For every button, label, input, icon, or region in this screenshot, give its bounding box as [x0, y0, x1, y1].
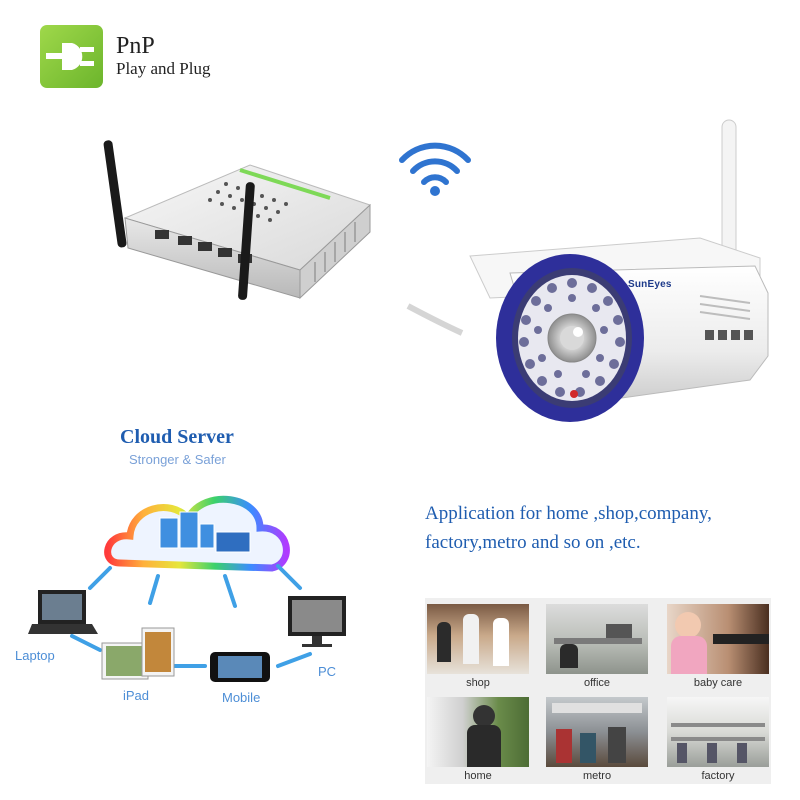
wifi-icon [399, 142, 471, 196]
home-photo [427, 697, 529, 767]
pnp-title: PnP [116, 33, 155, 59]
pnp-subtitle: Play and Plug [116, 59, 211, 78]
scene-label: metro [582, 770, 612, 782]
pc-icon [288, 596, 346, 647]
scene-tile-factory: factory [667, 697, 769, 790]
scene-label: home [464, 770, 492, 782]
laptop-icon [28, 590, 98, 634]
scene-tile-office: office [546, 604, 648, 697]
office-photo [546, 604, 648, 674]
ipad-icon [101, 627, 175, 680]
ipad-label: iPad [123, 688, 150, 703]
cloud-network-diagram [28, 495, 346, 682]
baby-care-photo [667, 604, 769, 674]
scene-label: shop [466, 677, 490, 689]
scene-tile-metro: metro [546, 697, 648, 790]
pnp-badge [40, 25, 103, 88]
pc-label: PC [318, 664, 337, 679]
shop-photo [427, 604, 529, 674]
cloud-server-subtitle: Stronger & Safer [129, 452, 226, 467]
factory-photo [667, 697, 769, 767]
camera-brand: SunEyes [628, 279, 672, 290]
mobile-icon [210, 652, 270, 682]
laptop-label: Laptop [15, 648, 55, 663]
scene-label: factory [701, 770, 735, 782]
cloud-server-title: Cloud Server [120, 426, 234, 448]
scene-tile-home: home [427, 697, 529, 790]
mobile-label: Mobile [222, 690, 261, 705]
plug-icon [46, 43, 94, 70]
scene-tile-baby-care: baby care [667, 604, 769, 697]
router-image [103, 140, 371, 300]
camera-image [406, 119, 769, 422]
scene-label: office [583, 677, 611, 689]
scene-label: baby care [693, 677, 743, 689]
metro-photo [546, 697, 648, 767]
application-text: Application for home ,shop,company, fact… [425, 503, 712, 553]
scene-tile-shop: shop [427, 604, 529, 697]
